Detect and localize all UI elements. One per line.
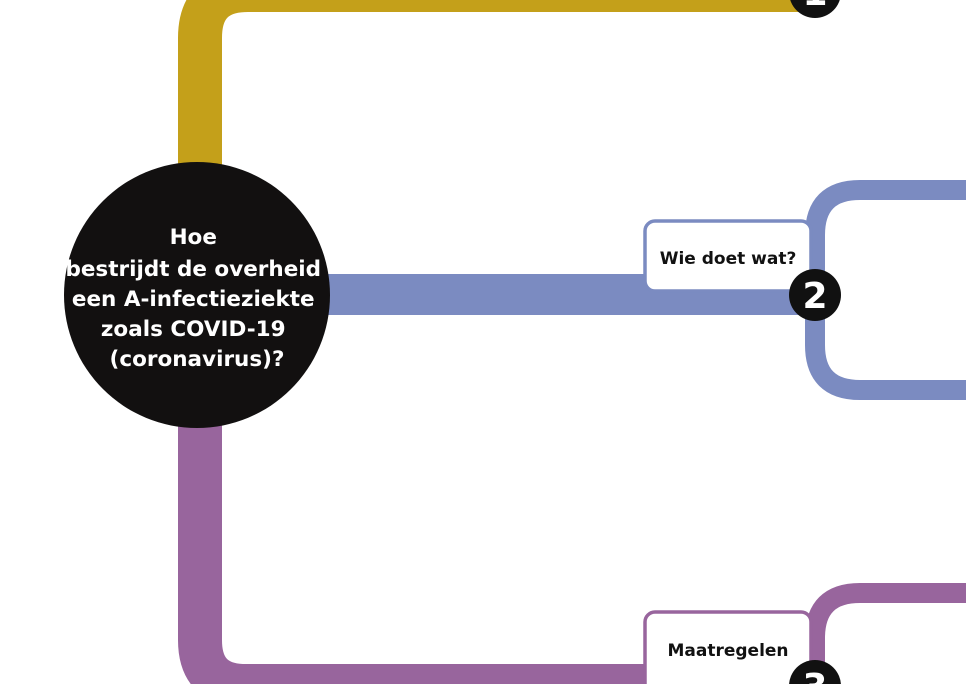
branch-1-connector xyxy=(178,0,830,190)
hub-circle xyxy=(64,162,330,428)
question-line: (coronavirus)? xyxy=(110,347,285,372)
branch-2-label-box: Wie doet wat? xyxy=(643,219,813,293)
badge-number: 2 xyxy=(802,276,827,317)
question-line: Hoe xyxy=(170,225,217,250)
label-box-frame xyxy=(643,219,813,293)
branch-3-label: Maatregelen xyxy=(667,641,788,661)
branch-2-label: Wie doet wat? xyxy=(660,249,797,269)
label-box-frame xyxy=(643,610,813,684)
question-line: zoals COVID-19 xyxy=(101,317,286,342)
central-question: Hoe bestrijdt de overheid een A-infectie… xyxy=(65,225,328,372)
branch-3-badge: 3 xyxy=(789,660,841,684)
branch-3-connector xyxy=(178,420,660,684)
badge-circle xyxy=(790,0,840,18)
branch-3: Maatregelen 3 xyxy=(178,420,966,684)
central-hub: Hoe bestrijdt de overheid een A-infectie… xyxy=(64,162,330,428)
branch-2: Wie doet wat? 2 xyxy=(300,180,966,400)
branch-1-badge: 1 xyxy=(790,0,840,18)
badge-number: 1 xyxy=(802,0,827,14)
branch-2-connector xyxy=(300,274,820,315)
question-line: bestrijdt de overheid xyxy=(65,257,321,282)
question-line: een A-infectieziekte xyxy=(72,287,315,312)
branch-2-badge: 2 xyxy=(789,269,841,321)
badge-number: 3 xyxy=(802,667,827,684)
branch-3-label-box: Maatregelen xyxy=(643,610,813,684)
branch-3-outline xyxy=(805,583,966,684)
badge-circle xyxy=(789,660,841,684)
badge-circle xyxy=(789,269,841,321)
branch-1: 1 xyxy=(178,0,840,190)
